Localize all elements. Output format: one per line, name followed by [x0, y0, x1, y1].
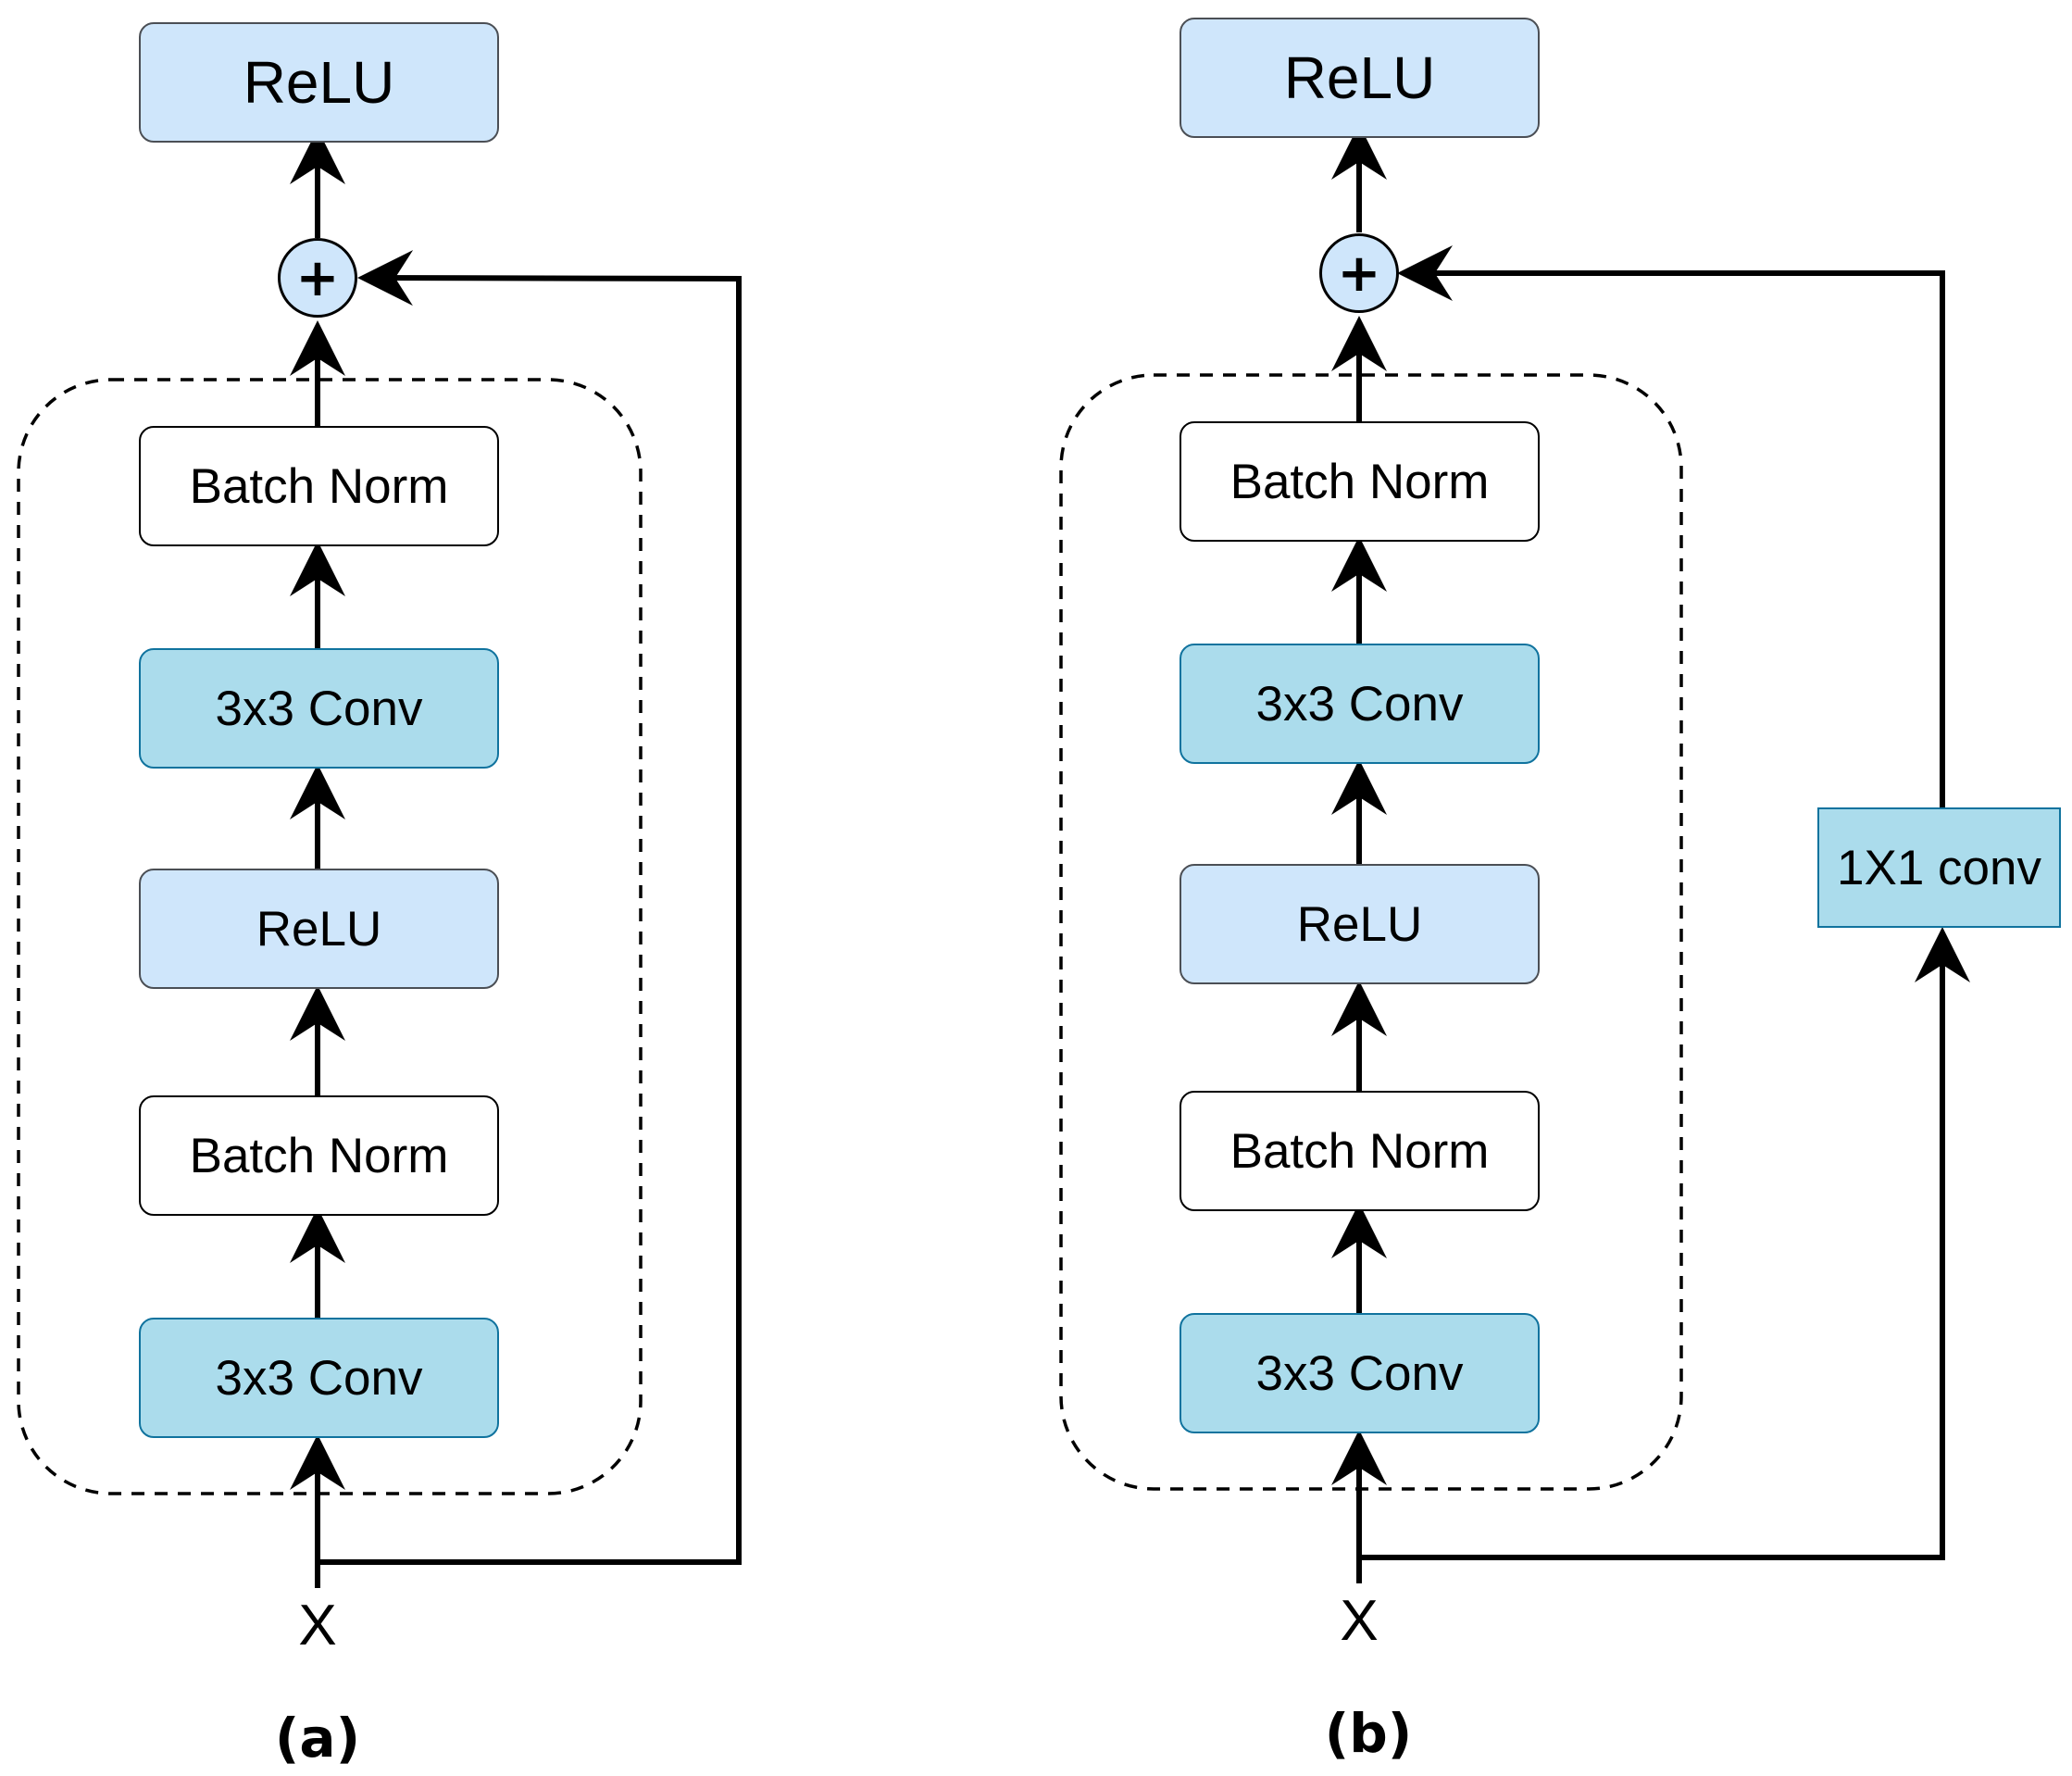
sum-node-a: + [278, 238, 357, 318]
arrows-a [290, 129, 742, 1588]
conv3x3-1-a: 3x3 Conv [139, 1318, 499, 1438]
relu-a: ReLU [139, 869, 499, 989]
arrows-b [1331, 124, 1970, 1583]
shortcut-conv1x1-b: 1X1 conv [1817, 807, 2061, 928]
caption-a: (a) [274, 1707, 361, 1770]
output-relu-a: ReLU [139, 22, 499, 143]
conv3x3-2-b: 3x3 Conv [1180, 644, 1540, 764]
batch-norm-2-b: Batch Norm [1180, 421, 1540, 542]
conv3x3-1-b: 3x3 Conv [1180, 1313, 1540, 1433]
residual-block-boundary-a [17, 378, 643, 1495]
sum-node-b: + [1319, 233, 1399, 313]
caption-b: (b) [1324, 1702, 1413, 1765]
residual-block-boundary-b [1059, 373, 1683, 1491]
input-label-b: X [1340, 1589, 1379, 1653]
conv3x3-2-a: 3x3 Conv [139, 648, 499, 769]
output-relu-b: ReLU [1180, 18, 1540, 138]
batch-norm-1-a: Batch Norm [139, 1095, 499, 1216]
batch-norm-1-b: Batch Norm [1180, 1091, 1540, 1211]
batch-norm-2-a: Batch Norm [139, 426, 499, 546]
input-label-a: X [298, 1594, 337, 1657]
relu-b: ReLU [1180, 864, 1540, 984]
